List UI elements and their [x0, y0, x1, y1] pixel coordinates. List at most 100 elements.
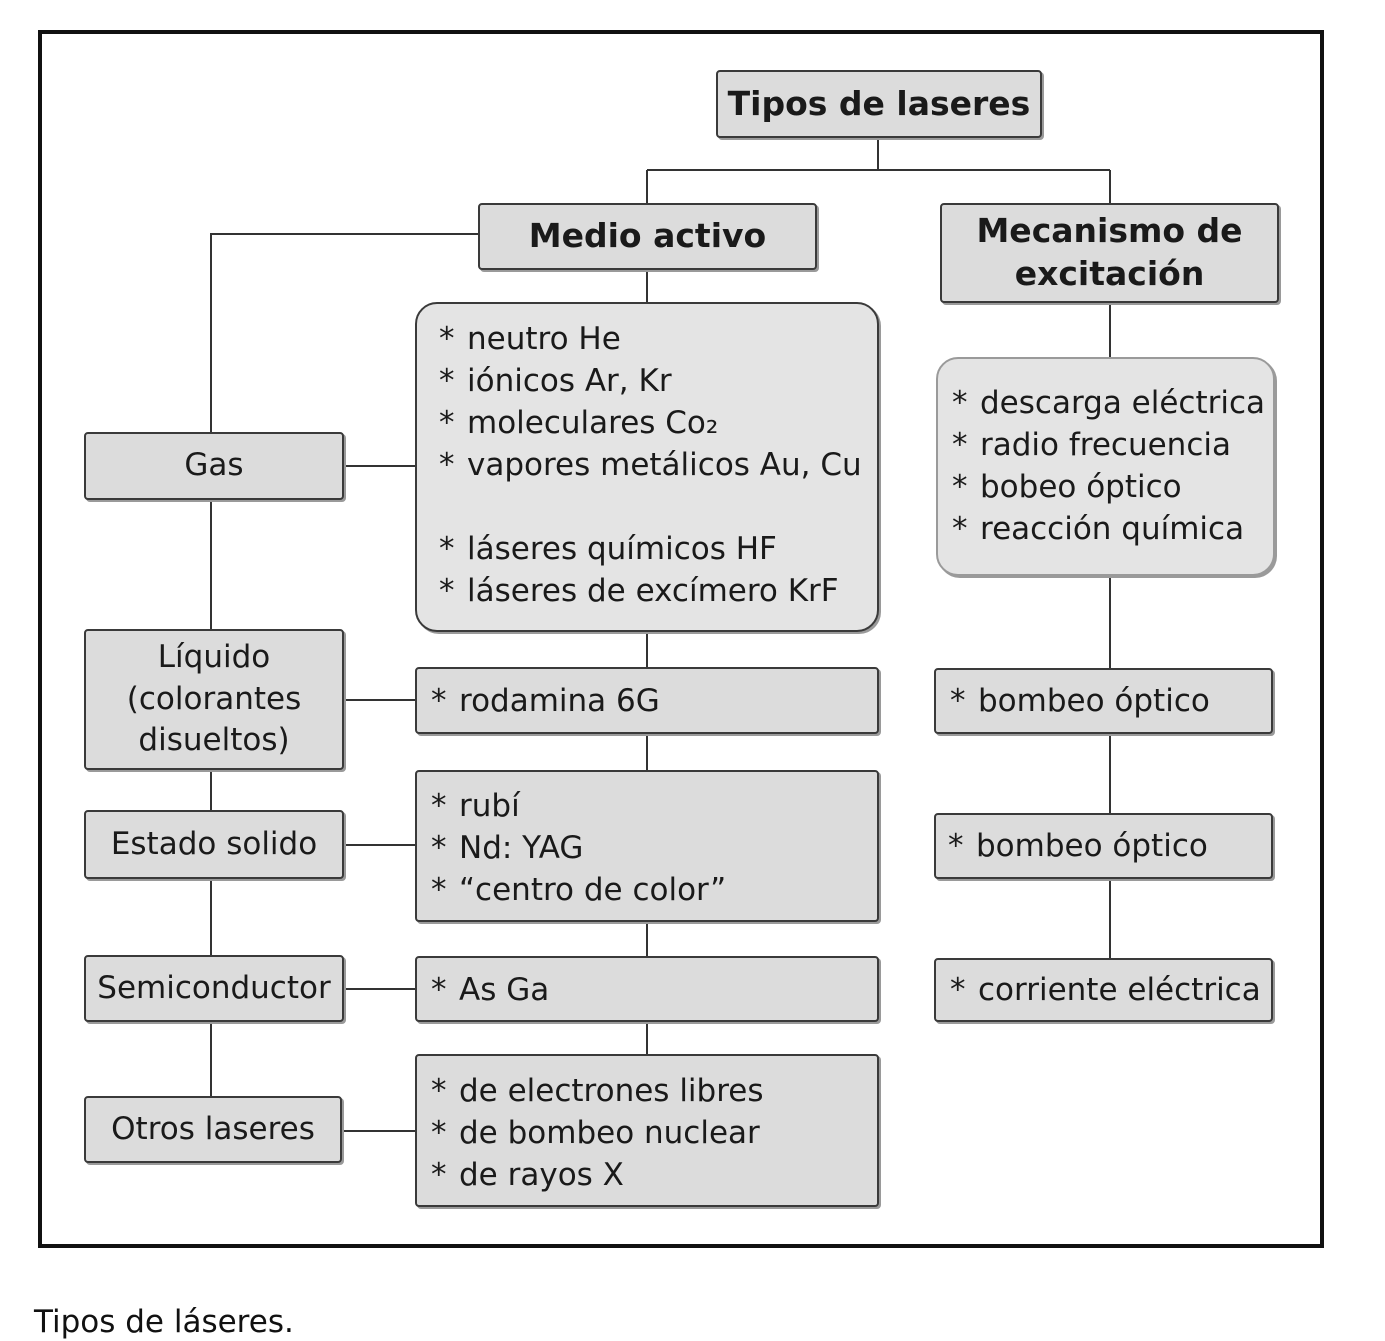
list-item-text: As Ga: [459, 972, 550, 1008]
bullet-star: *: [431, 972, 447, 1008]
list-item-text: láseres de excímero KrF: [467, 573, 839, 609]
bullet-star: *: [952, 427, 968, 463]
connector-medio-left: [210, 233, 478, 1096]
root-node: Tipos de laseres: [716, 70, 1042, 138]
category-liquido: Líquido (colorantes disueltos): [84, 629, 344, 770]
list-item: * corriente eléctrica: [950, 969, 1271, 1011]
category-estado-solido: Estado solido: [84, 810, 344, 879]
excitation-list: *descarga eléctrica*radio frecuencia*bob…: [952, 382, 1273, 550]
media-box-liquido: * rodamina 6G: [415, 667, 879, 734]
bullet-star: *: [439, 405, 455, 441]
branch-medio-label: Medio activo: [528, 216, 767, 256]
list-item-text: descarga eléctrica: [980, 385, 1266, 421]
root-label: Tipos de laseres: [727, 83, 1031, 123]
bullet-star: *: [948, 828, 964, 864]
bullet-star: *: [952, 511, 968, 547]
list-item: * As Ga: [431, 969, 877, 1011]
bullet-star: *: [431, 1073, 447, 1109]
list-item-text: bombeo óptico: [976, 828, 1208, 864]
media-box-otros: *de electrones libres*de bombeo nuclear*…: [415, 1054, 879, 1207]
list-item: * bombeo óptico: [948, 825, 1271, 867]
category-label: Gas: [184, 447, 244, 484]
bullet-star: *: [439, 321, 455, 357]
connector-cat-media: [343, 465, 415, 1132]
list-item-text: de rayos X: [459, 1157, 624, 1193]
list-item: * láseres de excímero KrF: [439, 570, 877, 612]
list-item-text: de bombeo nuclear: [459, 1115, 760, 1151]
bullet-star: *: [439, 447, 455, 483]
list-item: * “centro de color”: [431, 869, 877, 911]
media-list: * láseres químicos HF * láseres de excímero…: [439, 528, 877, 612]
excitation-list: * corriente eléctrica: [950, 969, 1271, 1011]
bullet-star: *: [950, 683, 966, 719]
category-label: Semiconductor: [97, 969, 331, 1006]
bullet-star: *: [439, 363, 455, 399]
category-gas: Gas: [84, 432, 344, 500]
bullet-star: *: [431, 830, 447, 866]
excitation-box-gas: *descarga eléctrica*radio frecuencia*bob…: [936, 357, 1275, 576]
category-label: Otros laseres: [111, 1110, 315, 1147]
list-item-text: iónicos Ar, Kr: [467, 363, 672, 399]
list-item-text: rubí: [459, 788, 520, 824]
list-item-text: reacción química: [980, 511, 1245, 547]
bullet-star: *: [431, 1157, 447, 1193]
list-item: * descarga eléctrica: [952, 382, 1273, 424]
list-item-text: neutro He: [467, 321, 621, 357]
list-item: * bombeo óptico: [950, 680, 1271, 722]
list-item-text: de electrones libres: [459, 1073, 764, 1109]
bullet-star: *: [431, 683, 447, 719]
excitation-list: * bombeo óptico: [948, 825, 1271, 867]
media-list: * As Ga: [431, 969, 877, 1011]
list-item-text: Nd: YAG: [459, 830, 584, 866]
list-item-text: radio frecuencia: [980, 427, 1231, 463]
bullet-star: *: [950, 972, 966, 1008]
bullet-star: *: [431, 872, 447, 908]
category-otros-laseres: Otros laseres: [84, 1096, 342, 1163]
connector-root: [646, 138, 1111, 203]
list-item-text: rodamina 6G: [459, 683, 660, 719]
bullet-star: *: [431, 788, 447, 824]
group-spacer: [439, 486, 877, 528]
list-item-text: corriente eléctrica: [978, 972, 1261, 1008]
media-list: * neutro He * iónicos Ar, Kr * moleculares Co…: [439, 318, 877, 486]
list-item: *bobeo óptico: [952, 466, 1273, 508]
branch-medio-activo: Medio activo: [478, 203, 817, 270]
list-item: * iónicos Ar, Kr: [439, 360, 877, 402]
bullet-star: *: [952, 385, 968, 421]
media-box-solido: * rubí * Nd: YAG * “centro de color”: [415, 770, 879, 922]
branch-mecanismo-label: Mecanismo de excitación: [976, 211, 1243, 293]
list-item-text: láseres químicos HF: [467, 531, 777, 567]
list-item: *de bombeo nuclear: [431, 1112, 877, 1154]
list-item: * neutro He: [439, 318, 877, 360]
list-item: * reacción química: [952, 508, 1273, 550]
diagram-frame: [38, 30, 1324, 1248]
bullet-star: *: [439, 531, 455, 567]
category-label: Estado solido: [110, 825, 318, 862]
list-item-text: bobeo óptico: [980, 469, 1182, 505]
list-item: * de rayos X: [431, 1154, 877, 1196]
branch-mecanismo-excitacion: Mecanismo de excitación: [940, 203, 1279, 303]
list-item: * rubí: [431, 785, 877, 827]
list-item: * moleculares Co₂: [439, 402, 877, 444]
list-item-text: moleculares Co₂: [467, 405, 719, 441]
list-item: * Nd: YAG: [431, 827, 877, 869]
list-item: * rodamina 6G: [431, 680, 877, 722]
list-item-text: vapores metálicos Au, Cu: [467, 447, 862, 483]
list-item-text: bombeo óptico: [978, 683, 1210, 719]
excitation-box-liquido: * bombeo óptico: [934, 668, 1273, 734]
media-box-gas: * neutro He * iónicos Ar, Kr * moleculares Co…: [415, 302, 879, 632]
excitation-box-solido: * bombeo óptico: [934, 813, 1273, 879]
excitation-list: * bombeo óptico: [950, 680, 1271, 722]
category-label: Líquido (colorantes disueltos): [126, 638, 302, 759]
media-box-semiconductor: * As Ga: [415, 956, 879, 1022]
list-item-text: “centro de color”: [459, 872, 727, 908]
media-list: * rubí * Nd: YAG * “centro de color”: [431, 785, 877, 911]
list-item: * radio frecuencia: [952, 424, 1273, 466]
media-list: * rodamina 6G: [431, 680, 877, 722]
list-item: * vapores metálicos Au, Cu: [439, 444, 877, 486]
figure-caption: Tipos de láseres.: [34, 1304, 294, 1340]
media-list: *de electrones libres*de bombeo nuclear*…: [431, 1070, 877, 1196]
bullet-star: *: [439, 573, 455, 609]
list-item: * láseres químicos HF: [439, 528, 877, 570]
